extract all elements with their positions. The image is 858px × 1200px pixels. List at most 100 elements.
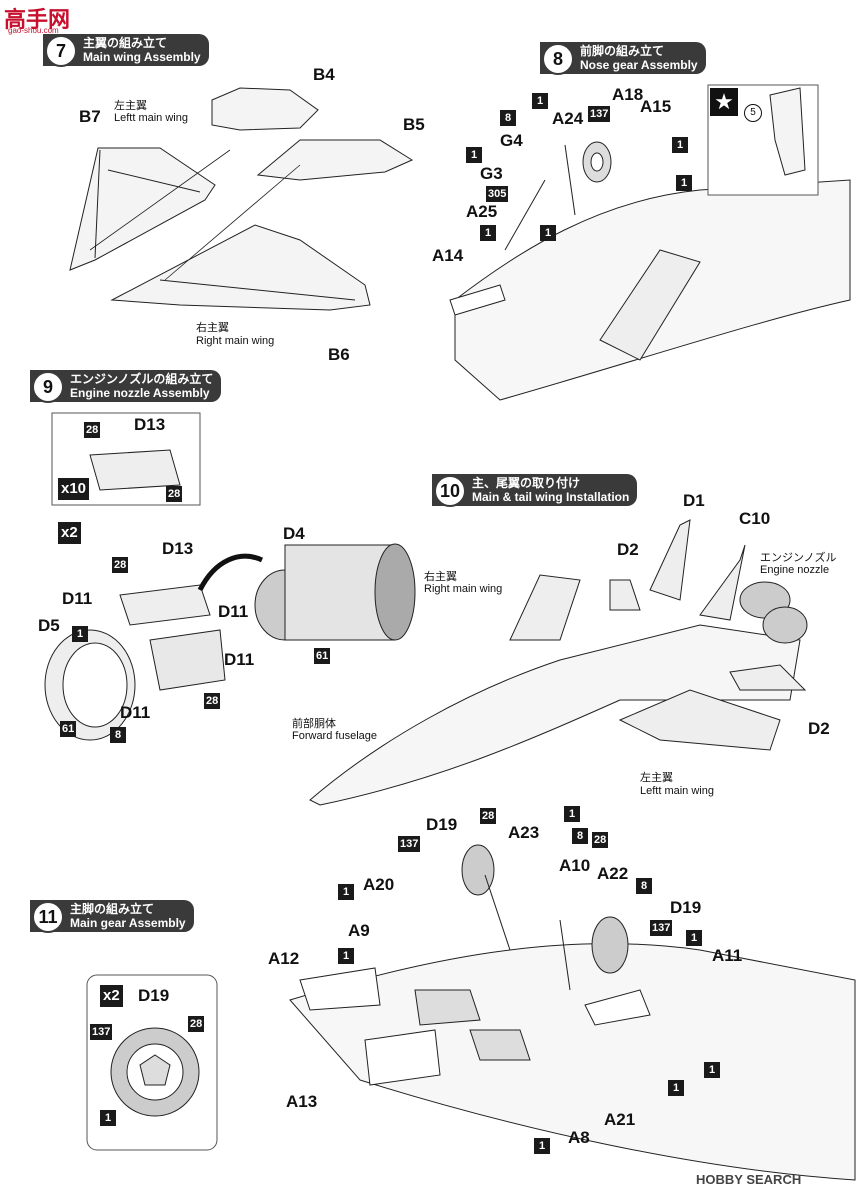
nose-wheel-drawing [582, 141, 612, 183]
badge-1: 1 [704, 1062, 720, 1078]
part-a12-label: A12 [268, 949, 300, 968]
part-d4-label: D4 [283, 524, 305, 543]
badge-137: 137 [90, 1024, 113, 1040]
badge-1: 1 [676, 175, 692, 191]
watermark-url: gao-shou.com [8, 26, 59, 35]
step-7-header: 7 主翼の組み立て Main wing Assembly [43, 34, 209, 67]
badge-1: 1 [338, 948, 354, 964]
step-9-header: 9 エンジンノズルの組み立て Engine nozzle Assembly [30, 370, 222, 403]
part-d13-label: D13 [162, 539, 194, 558]
badge-28: 28 [84, 422, 101, 438]
badge-1: 1 [672, 137, 688, 153]
step-8-header: 8 前脚の組み立て Nose gear Assembly [540, 42, 706, 75]
badge-28: 28 [592, 832, 609, 848]
badge-28: 28 [188, 1016, 205, 1032]
engine-nozzle-jp: エンジンノズル [760, 552, 837, 564]
part-a25-label: A25 [466, 202, 498, 221]
part-a13-label: A13 [286, 1092, 318, 1111]
multiplier-x10: x10 [58, 478, 90, 500]
part-b5-label: B5 [403, 115, 425, 134]
part-d1-label: D1 [683, 491, 705, 510]
badge-1: 1 [534, 1138, 550, 1154]
part-d19-label: D19 [138, 986, 170, 1005]
part-d13-label: D13 [134, 415, 166, 434]
nozzle-petals-drawing [89, 449, 226, 691]
part-a9-label: A9 [348, 921, 370, 940]
nose-gear-fuselage-drawing [449, 179, 851, 401]
forward-fuselage-en: Forward fuselage [292, 730, 377, 742]
part-d11-label: D11 [120, 703, 151, 722]
fuselage-drawing [309, 519, 808, 806]
right-wing-jp: 右主翼 [424, 571, 457, 583]
nozzle-ring-drawing [44, 629, 136, 741]
step-number: 7 [45, 35, 77, 67]
left-wing-en: Leftt main wing [114, 112, 188, 124]
part-d11-label: D11 [218, 602, 249, 621]
part-a14-label: A14 [432, 246, 464, 265]
multiplier-x2: x2 [58, 522, 81, 544]
part-b7-label: B7 [79, 107, 101, 126]
part-d2-label: D2 [617, 540, 639, 559]
right-wing-en: Right main wing [424, 583, 503, 595]
step-title-en: Main gear Assembly [70, 916, 186, 930]
badge-1: 1 [100, 1110, 116, 1126]
part-d19-label: D19 [426, 815, 458, 834]
left-main-wing-drawing [69, 147, 216, 271]
badge-28: 28 [480, 808, 497, 824]
badge-305: 305 [486, 186, 509, 202]
part-a21-label: A21 [604, 1110, 636, 1129]
badge-1: 1 [338, 884, 354, 900]
part-g4-label: G4 [500, 131, 523, 150]
step-title-en: Main & tail wing Installation [472, 490, 630, 504]
badge-28: 28 [112, 557, 129, 573]
badge-8: 8 [500, 110, 516, 126]
left-wing-jp: 左主翼 [640, 772, 673, 784]
engine-nozzle-en: Engine nozzle [760, 564, 830, 576]
step-10-header: 10 主、尾翼の取り付け Main & tail wing Installati… [432, 474, 638, 507]
badge-1: 1 [466, 147, 482, 163]
part-a8-label: A8 [568, 1128, 590, 1147]
step-title-jp: 主翼の組み立て [83, 36, 168, 50]
main-gear-fuselage-drawing [289, 943, 856, 1181]
badge-8: 8 [572, 828, 588, 844]
step-title-jp: 主、尾翼の取り付け [472, 476, 581, 490]
part-b4-label: B4 [313, 65, 335, 84]
badge-61: 61 [60, 721, 77, 737]
main-wheel-drawing [461, 844, 629, 974]
part-d19-label: D19 [670, 898, 702, 917]
step-number: 8 [542, 43, 574, 75]
arrow [197, 553, 264, 592]
part-b6-label: B6 [328, 345, 350, 364]
part-c10-label: C10 [739, 509, 771, 528]
star-icon: ★ [710, 88, 738, 116]
step-title-en: Main wing Assembly [83, 50, 201, 64]
step-title-jp: エンジンノズルの組み立て [70, 372, 214, 386]
step-title-en: Engine nozzle Assembly [70, 386, 210, 400]
part-b5-drawing [256, 139, 414, 181]
part-a24-label: A24 [552, 109, 584, 128]
badge-1: 1 [540, 225, 556, 241]
badge-61: 61 [314, 648, 331, 664]
part-a18-label: A18 [612, 85, 644, 104]
badge-8: 8 [110, 727, 126, 743]
circle-5: 5 [744, 104, 762, 122]
step-number: 10 [434, 475, 466, 507]
part-d2-label: D2 [808, 719, 830, 738]
part-g3-label: G3 [480, 164, 503, 183]
wheel-detail-drawing [110, 1027, 200, 1117]
badge-137: 137 [650, 920, 673, 936]
step-title-jp: 主脚の組み立て [70, 902, 155, 916]
part-d11-label: D11 [224, 650, 255, 669]
multiplier-x2: x2 [100, 985, 123, 1007]
badge-28: 28 [166, 486, 183, 502]
badge-1: 1 [72, 626, 88, 642]
badge-1: 1 [668, 1080, 684, 1096]
watermark-hobbysearch: HOBBY SEARCH [696, 1172, 802, 1187]
badge-8: 8 [636, 878, 652, 894]
step-title-jp: 前脚の組み立て [580, 44, 665, 58]
badge-1: 1 [532, 93, 548, 109]
step-number: 11 [32, 901, 64, 933]
forward-fuselage-jp: 前部胴体 [292, 718, 336, 730]
